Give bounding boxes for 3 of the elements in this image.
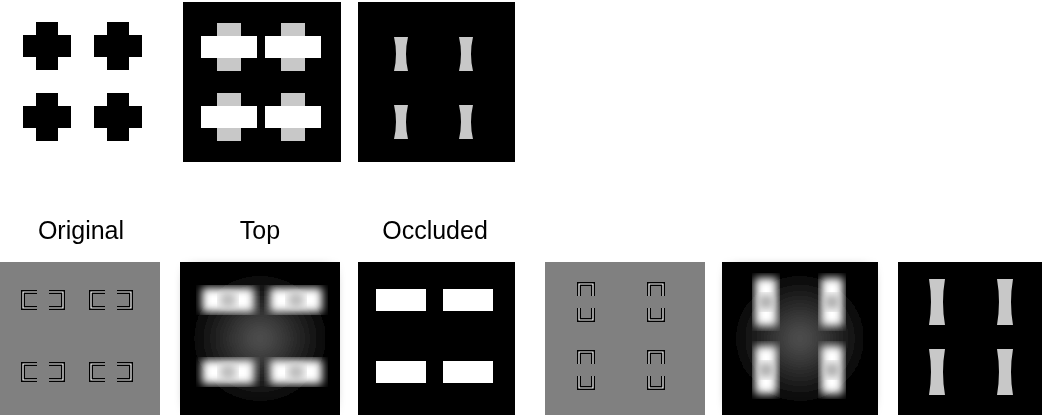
panel-label: Top: [239, 216, 281, 245]
panel-label: Original: [37, 216, 125, 245]
panel-label: Occluded: [382, 216, 488, 245]
